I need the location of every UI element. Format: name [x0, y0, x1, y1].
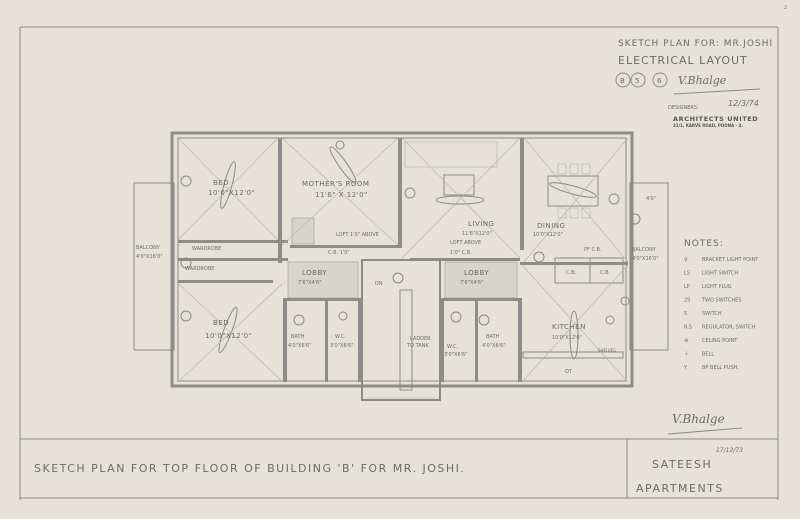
- kitchen-ot: OT: [565, 369, 573, 375]
- note-symbol: S: [684, 311, 687, 317]
- wc-left-label: W.C.: [335, 334, 346, 340]
- bed-bottom-label: BED: [213, 319, 229, 327]
- mothers-room-label: MOTHER'S ROOM: [302, 180, 369, 188]
- bath-right-label: BATH: [486, 334, 500, 340]
- note-symbol: LS: [684, 271, 690, 277]
- mothers-room-size: 11'6" X 12'0": [315, 191, 368, 199]
- room-labels: BED 10'0"X12'0" MOTHER'S ROOM 11'6" X 12…: [136, 179, 659, 375]
- bath-left-size: 4'0"X6'6": [288, 343, 312, 349]
- ladder-line2: TO TANK: [406, 343, 429, 349]
- note-symbol: ♀: [684, 257, 688, 263]
- notes-legend: NOTES: ♀ BRACKET LIGHT POINT LS LIGHT SWITC…: [683, 239, 759, 371]
- note-text: CELING POINT: [702, 338, 738, 344]
- footer-main-title: SKETCH PLAN FOR TOP FLOOR OF BUILDING 'B…: [34, 462, 465, 475]
- project-name-line1: SATEESH: [652, 458, 712, 471]
- footer-signature: V.Bhalge: [672, 412, 725, 426]
- lobby-left-label: LOBBY: [302, 269, 327, 277]
- wc-right-label: W.C.: [447, 344, 458, 350]
- note-symbol: LP: [684, 284, 690, 290]
- balcony-right-width: 4'0": [646, 196, 656, 202]
- dining-label: DINING: [537, 222, 565, 230]
- wardrobe-2: WARDROBE: [185, 266, 214, 272]
- ceiling-fan-icons: [218, 146, 597, 360]
- lobby-right-size: 7'6"X4'6": [460, 280, 484, 286]
- designer-signature: V.Bhalge: [678, 74, 727, 87]
- wardrobe-1: WARDROBE: [192, 246, 221, 252]
- kitchen-cb-1: C.B.: [566, 270, 577, 276]
- page-number: 2: [784, 5, 787, 11]
- project-name-line2: APARTMENTS: [636, 482, 724, 495]
- sketch-for-title: SKETCH PLAN FOR: MR.JOSHI: [618, 39, 773, 49]
- balcony-right-size: 4'0"X16'0": [632, 256, 659, 262]
- note-text: TWO SWITCHES: [701, 298, 741, 304]
- note-symbol: R.S: [684, 325, 692, 331]
- note-symbol: ⏚: [684, 351, 689, 358]
- note-text: LIGHT SWITCH: [702, 271, 738, 277]
- living-size: 11'6"X12'0": [462, 231, 492, 237]
- footer-date: 17/12/73: [716, 447, 743, 454]
- note-symbol: 2S: [684, 298, 690, 304]
- kitchen-pf-cb: PF C.B.: [584, 247, 602, 253]
- bath-left-label: BATH: [291, 334, 305, 340]
- note-text: LIGHT PLUG: [702, 284, 732, 290]
- code-5: 5: [635, 77, 640, 85]
- note-text: SWITCH: [702, 311, 722, 317]
- bath-right-size: 4'0"X6'6": [482, 343, 506, 349]
- note-text: BELL: [702, 352, 714, 358]
- designers-label: DESIGNERS:: [668, 105, 699, 111]
- bed-bottom-size: 10'0"X12'0": [205, 332, 252, 340]
- kitchen-size: 10'0"X12'0": [552, 335, 582, 341]
- title-block: SKETCH PLAN FOR: MR.JOSHI ELECTRICAL LAY…: [615, 39, 773, 128]
- kitchen-cb-2: C.B.: [600, 270, 611, 276]
- ladder-line1: LADDER: [410, 336, 431, 342]
- wc-right-size: 3'0"X6'6": [444, 352, 468, 358]
- lobby-left-size: 7'6"X4'6": [298, 280, 322, 286]
- bed-top-size: 10'0"X12'0": [208, 189, 255, 197]
- firm-address: 31/1, KARVE ROAD, POONA - 4.: [673, 123, 743, 128]
- floor-plan: [133, 131, 669, 401]
- living-label: LIVING: [468, 220, 494, 228]
- cb-left: C.B. 1'0": [328, 250, 350, 256]
- loft-left: LOFT 1'0" ABOVE: [336, 232, 379, 238]
- living-loft: LOFT ABOVE: [450, 240, 481, 246]
- balcony-right-label: BALCONY: [632, 247, 657, 253]
- stair-dn: DN: [375, 281, 383, 287]
- layout-title: ELECTRICAL LAYOUT: [618, 54, 748, 67]
- balcony-left-size: 4'0"X16'0": [136, 254, 163, 260]
- note-text: BRACKET LIGHT POINT: [702, 257, 759, 263]
- electrical-points: [180, 140, 641, 326]
- code-6: 6: [657, 77, 662, 85]
- bed-top-label: BED: [213, 179, 229, 187]
- dining-size: 10'0"X12'0": [533, 232, 563, 238]
- note-symbol: ⊕: [684, 338, 688, 344]
- lobby-right-label: LOBBY: [464, 269, 489, 277]
- note-text: REGULATOR, SWITCH: [702, 325, 756, 331]
- balcony-left-label: BALCONY: [136, 245, 161, 251]
- firm-name: ARCHITECTS UNITED: [673, 115, 758, 123]
- note-symbol: Y: [683, 365, 688, 371]
- wc-left-size: 3'0"X6'6": [330, 343, 354, 349]
- code-b: B: [620, 77, 625, 85]
- sheet-border: [19, 26, 779, 500]
- kitchen-shelves: SHELVES: [598, 348, 616, 353]
- footer: V.Bhalge SKETCH PLAN FOR TOP FLOOR OF BU…: [34, 412, 743, 495]
- note-text: BP BELL PUSH.: [702, 365, 739, 371]
- notes-heading: NOTES:: [684, 239, 724, 249]
- living-cb: 1'0" C.B.: [450, 250, 472, 256]
- kitchen-label: KITCHEN: [552, 323, 586, 331]
- designers-date: 12/3/74: [728, 99, 759, 108]
